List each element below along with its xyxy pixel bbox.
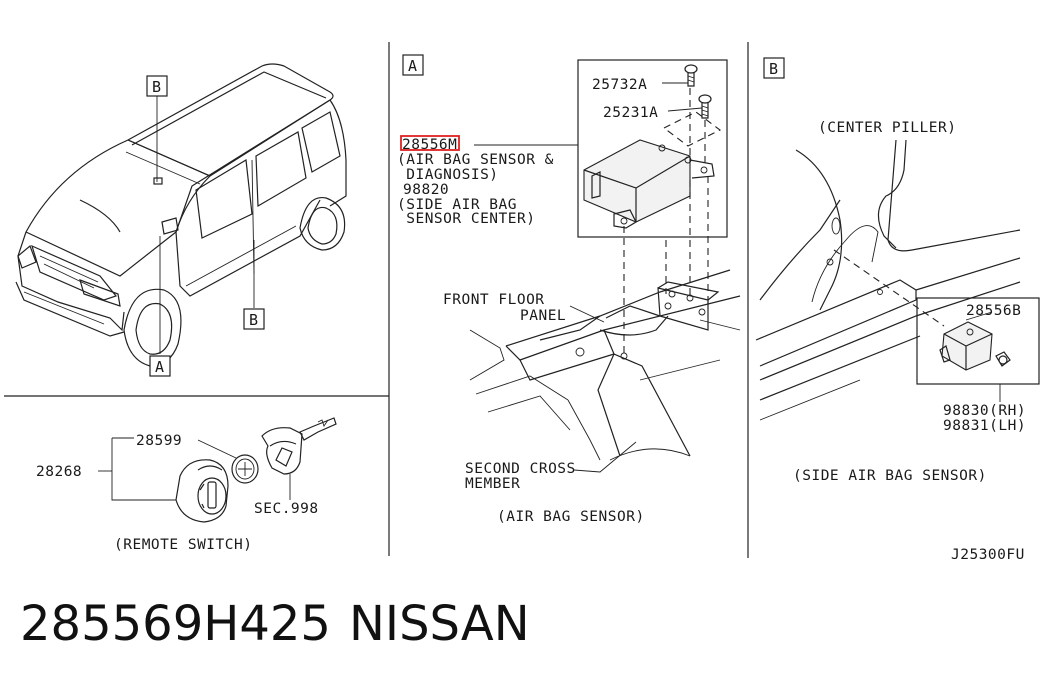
floor-panel-illustration [469,269,741,461]
panel-a-caption: (AIR BAG SENSOR) [497,509,645,525]
part-98820: 98820 [403,182,449,198]
sensor-desc-2: DIAGNOSIS) [397,167,499,183]
cross-label-2: MEMBER [465,476,520,492]
floor-label-1: FRONT FLOOR [443,292,545,308]
remote-switch-illustration [175,417,337,523]
panel-a-label: A [408,57,418,75]
side-desc-1: (SIDE AIR BAG [397,197,517,213]
car-marker-b-top: B [152,78,162,96]
part-28599: 28599 [136,433,182,449]
part-28268: 28268 [36,464,82,480]
part-98831-lh: 98831(LH) [943,418,1026,434]
cross-label-1: SECOND CROSS [465,461,576,477]
car-marker-a: A [155,358,165,376]
remote-switch-caption: (REMOTE SWITCH) [114,537,252,553]
diagram-code: J25300FU [951,547,1025,563]
brand-caption: NISSAN [349,596,530,652]
screw-illustrations [684,64,712,119]
part-25732a: 25732A [592,77,647,93]
center-pillar-illustration [755,139,1021,421]
part-number-caption: 285569H425 [20,596,331,652]
pillar-label: (CENTER PILLER) [818,120,956,136]
part-25231a: 25231A [603,105,658,121]
part-28556b: 28556B [966,303,1021,319]
floor-label-2: PANEL [520,308,566,324]
panel-b-caption: (SIDE AIR BAG SENSOR) [793,468,987,484]
vehicle-illustration [15,63,347,367]
side-desc-2: SENSOR CENTER) [397,211,535,227]
panel-b-label: B [769,60,779,78]
side-sensor-illustration [939,321,1011,371]
car-marker-b-door: B [249,311,259,329]
sensor-desc-1: (AIR BAG SENSOR & [397,152,554,168]
air-bag-sensor-illustration [583,139,715,229]
part-98830-rh: 98830(RH) [943,403,1026,419]
part-sec-998: SEC.998 [254,501,319,517]
part-28556m: 28556M [402,137,457,153]
part-highlight-box [400,135,460,151]
